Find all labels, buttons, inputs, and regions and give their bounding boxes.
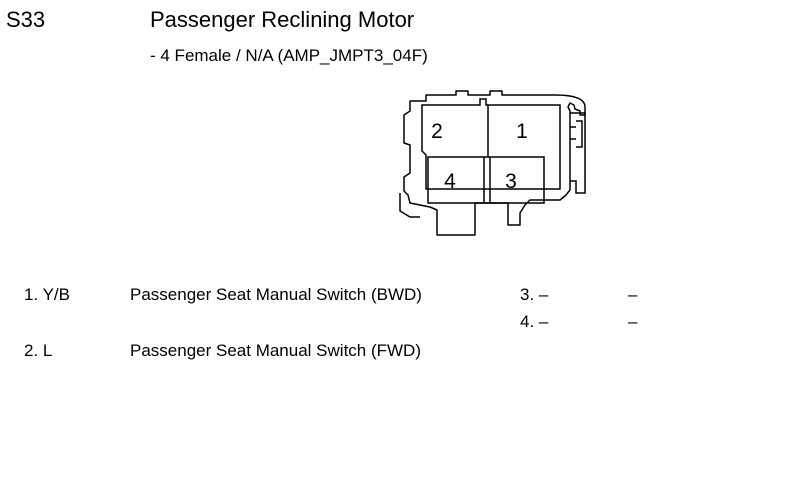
pin-1-description: Passenger Seat Manual Switch (BWD): [130, 285, 422, 304]
cavity-1-label: 1: [516, 120, 528, 143]
pin-3-label: 3. –: [520, 285, 549, 304]
cavity-3-label: 3: [505, 170, 517, 193]
connector-title: Passenger Reclining Motor: [150, 7, 415, 32]
pin-2-description: Passenger Seat Manual Switch (FWD): [130, 341, 421, 360]
cavity-4-label: 4: [444, 170, 456, 193]
cavity-2-label: 2: [431, 120, 443, 143]
pin-4-label: 4. –: [520, 312, 549, 331]
connector-code: S33: [6, 7, 46, 32]
pin-1-label: 1. Y/B: [24, 285, 70, 304]
pin-2-label: 2. L: [24, 341, 53, 360]
connector-face-diagram: 1 2 3 4: [380, 85, 610, 245]
connector-spec: - 4 Female / N/A (AMP_JMPT3_04F): [150, 46, 428, 65]
pin-4-description: –: [628, 312, 638, 331]
pin-3-description: –: [628, 285, 638, 304]
